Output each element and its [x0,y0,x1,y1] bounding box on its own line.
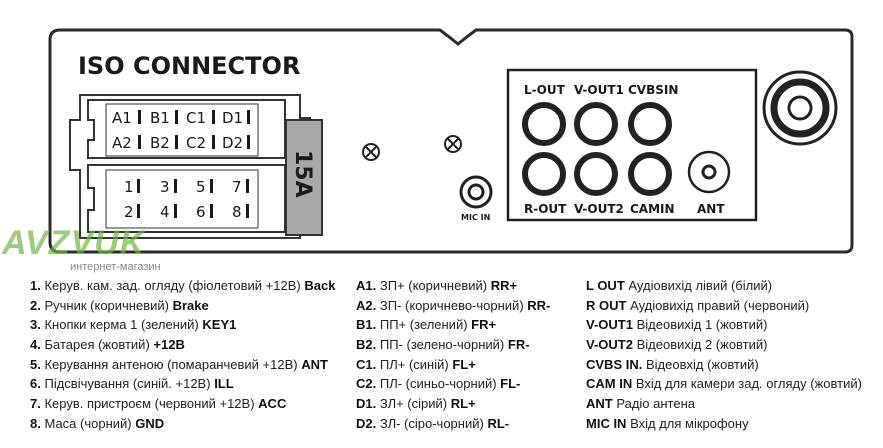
rca-jack-cvbsin [628,102,672,146]
rca-label-camin: CAMIN [630,202,675,216]
legend-row: C2. ПЛ- (синьо-чорний) FL- [356,376,521,392]
ant-jack [687,150,731,194]
legend-row: C1. ПЛ+ (синій) FL+ [356,356,476,372]
pin-3: 3 [160,178,170,196]
legend-row: D1. ЗЛ+ (сірий) RL+ [356,396,476,412]
round-connector [762,70,838,146]
pin-8: 8 [232,203,242,221]
fuse-box [285,119,323,236]
mic-label: MIC IN [461,213,490,222]
iso-pins-lower: 1 3 5 7 2 4 6 8 [124,178,242,221]
rca-label-l-out: L-OUT [524,83,566,97]
legend-row: 4. Батарея (жовтий) +12В [30,337,185,353]
legend-row: CAM IN Вхід для камери зад. огляду (жовт… [586,376,862,392]
panel-title: ISO CONNECTOR [78,52,300,80]
legend-row: 5. Керування антеною (помаранчевий +12В)… [30,356,328,372]
watermark-logo-text: AVZVUK [1,224,147,262]
legend-column-rca: L OUT Аудіовихід лівий (білий) R OUT Ауд… [586,276,862,434]
legend-row: 8. Маса (чорний) GND [30,415,165,431]
rca-label-v-out1: V-OUT1 [574,83,624,97]
legend-row: 6. Підсвічування (синій. +12В) ILL [30,376,234,392]
legend-row: A1. ЗП+ (коричневий) RR+ [356,278,518,293]
pin-d1: D1 [222,109,243,127]
pin-4: 4 [160,203,170,221]
legend-row: 1. Керув. кам. зад. огляду (фіолетовий +… [30,278,336,293]
ant-label: ANT [697,202,725,216]
rca-label-r-out: R-OUT [524,202,567,216]
rca-jack-v-out1 [574,102,618,146]
pin-a2: A2 [112,134,132,152]
screw-icon [444,135,462,153]
legend-row: CVBS IN. Відеовхід (жовтий) [586,356,759,372]
legend-row: V-OUT1 Відеовихід 1 (жовтий) [586,317,768,333]
iso-connector-block: A1 B1 C1 D1 A2 B2 C2 D2 1 3 5 7 2 4 6 8 [69,94,323,239]
rca-jacks [522,102,672,196]
legend-row: V-OUT2 Відеовихід 2 (жовтий) [586,337,768,353]
rca-jack-r-out [522,152,566,196]
legend-row: D2. ЗЛ- (сіро-чорний) RL- [356,415,510,431]
rca-jack-l-out [522,102,566,146]
legend-row: L OUT Аудіовихід лівий (білий) [586,278,773,293]
pin-1: 1 [124,178,134,196]
rca-label-v-out2: V-OUT2 [574,202,624,216]
watermark-logo: AVZVUK интернет-магазин [1,224,161,273]
legend-row: ANT Радіо антена [586,396,695,412]
pin-7: 7 [232,178,242,196]
pin-2: 2 [124,203,134,221]
pin-b1: B1 [150,109,170,127]
legend-row: A2. ЗП- (коричнево-чорний) RR- [356,297,551,313]
pin-5: 5 [196,178,206,196]
iso-pins-upper: A1 B1 C1 D1 A2 B2 C2 D2 [112,109,243,152]
legend-row: B2. ПП- (зелено-чорний) FR- [356,337,530,353]
fuse-label: 15A [290,150,315,198]
mic-jack [459,175,493,209]
pin-d2: D2 [222,134,243,152]
legend-row: MIC IN Вхід для мікрофону [586,415,749,431]
connector-panel-diagram: ISO CONNECTOR A1 B1 C1 D1 A2 B2 C2 D2 1 [48,28,854,254]
pin-6: 6 [196,203,206,221]
screw-icon [362,143,380,161]
legend-column-iso-power: 1. Керув. кам. зад. огляду (фіолетовий +… [30,276,335,434]
legend-row: R OUT Аудіовихід правий (червоний) [586,297,810,313]
legend-row: B1. ПП+ (зелений) FR+ [356,317,497,333]
legend-column-speakers: A1. ЗП+ (коричневий) RR+ A2. ЗП- (коричн… [356,276,550,434]
legend-row: 2. Ручник (коричневий) Brake [30,297,209,313]
legend-row: 3. Кнопки керма 1 (зелений) KEY1 [30,317,237,333]
rca-label-cvbsin: CVBSIN [628,83,678,97]
pin-c2: C2 [186,134,206,152]
legend-row: 7. Керув. пристроєм (червоний +12В) ACC [30,396,287,412]
pin-c1: C1 [186,109,206,127]
rca-jack-camin [628,152,672,196]
pin-a1: A1 [112,109,132,127]
watermark-subtitle: интернет-магазин [70,261,161,273]
pin-b2: B2 [150,134,170,152]
rca-jack-v-out2 [574,152,618,196]
